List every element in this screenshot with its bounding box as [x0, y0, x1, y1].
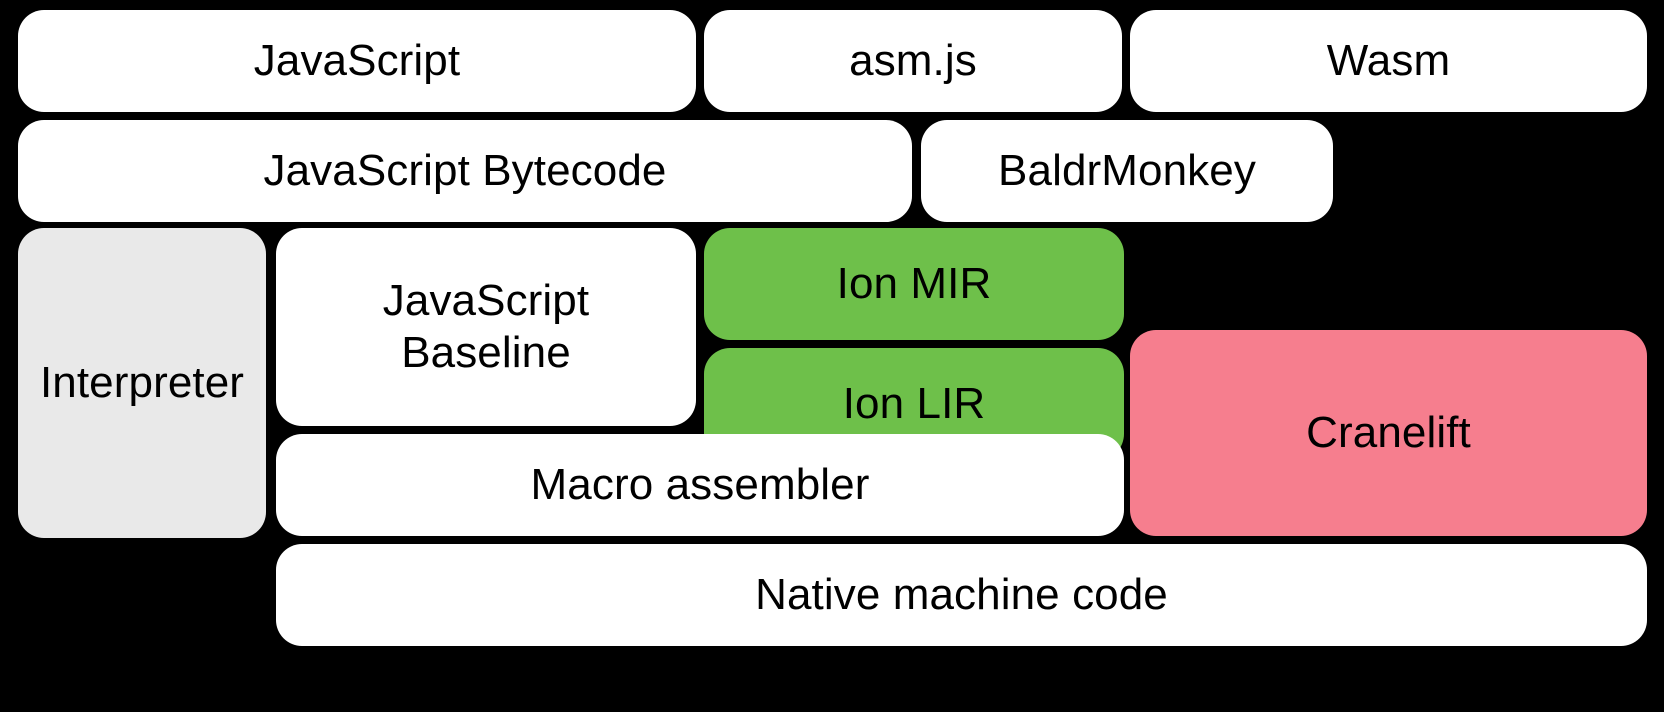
node-native-machine-code[interactable]: Native machine code: [276, 544, 1647, 646]
node-baldrmonkey[interactable]: BaldrMonkey: [921, 120, 1333, 222]
node-native-machine-code-label: Native machine code: [755, 570, 1168, 620]
node-javascript[interactable]: JavaScript: [18, 10, 696, 112]
node-macro-assembler-label: Macro assembler: [530, 460, 870, 510]
node-ion-lir-label: Ion LIR: [842, 379, 986, 429]
node-wasm[interactable]: Wasm: [1130, 10, 1647, 112]
node-macro-assembler[interactable]: Macro assembler: [276, 434, 1124, 536]
node-javascript-baseline-label: JavaScript Baseline: [382, 276, 590, 377]
node-asm-js[interactable]: asm.js: [704, 10, 1122, 112]
node-javascript-bytecode-label: JavaScript Bytecode: [263, 146, 667, 196]
node-asm-js-label: asm.js: [849, 36, 977, 86]
node-interpreter-label: Interpreter: [39, 358, 245, 408]
node-ion-mir-label: Ion MIR: [836, 259, 992, 309]
node-javascript-label: JavaScript: [253, 36, 461, 86]
node-cranelift-label: Cranelift: [1306, 408, 1471, 458]
node-javascript-baseline[interactable]: JavaScript Baseline: [276, 228, 696, 426]
node-interpreter[interactable]: Interpreter: [18, 228, 266, 538]
node-cranelift[interactable]: Cranelift: [1130, 330, 1647, 536]
node-javascript-bytecode[interactable]: JavaScript Bytecode: [18, 120, 912, 222]
node-wasm-label: Wasm: [1326, 36, 1451, 86]
node-ion-mir[interactable]: Ion MIR: [704, 228, 1124, 340]
node-baldrmonkey-label: BaldrMonkey: [998, 146, 1256, 196]
